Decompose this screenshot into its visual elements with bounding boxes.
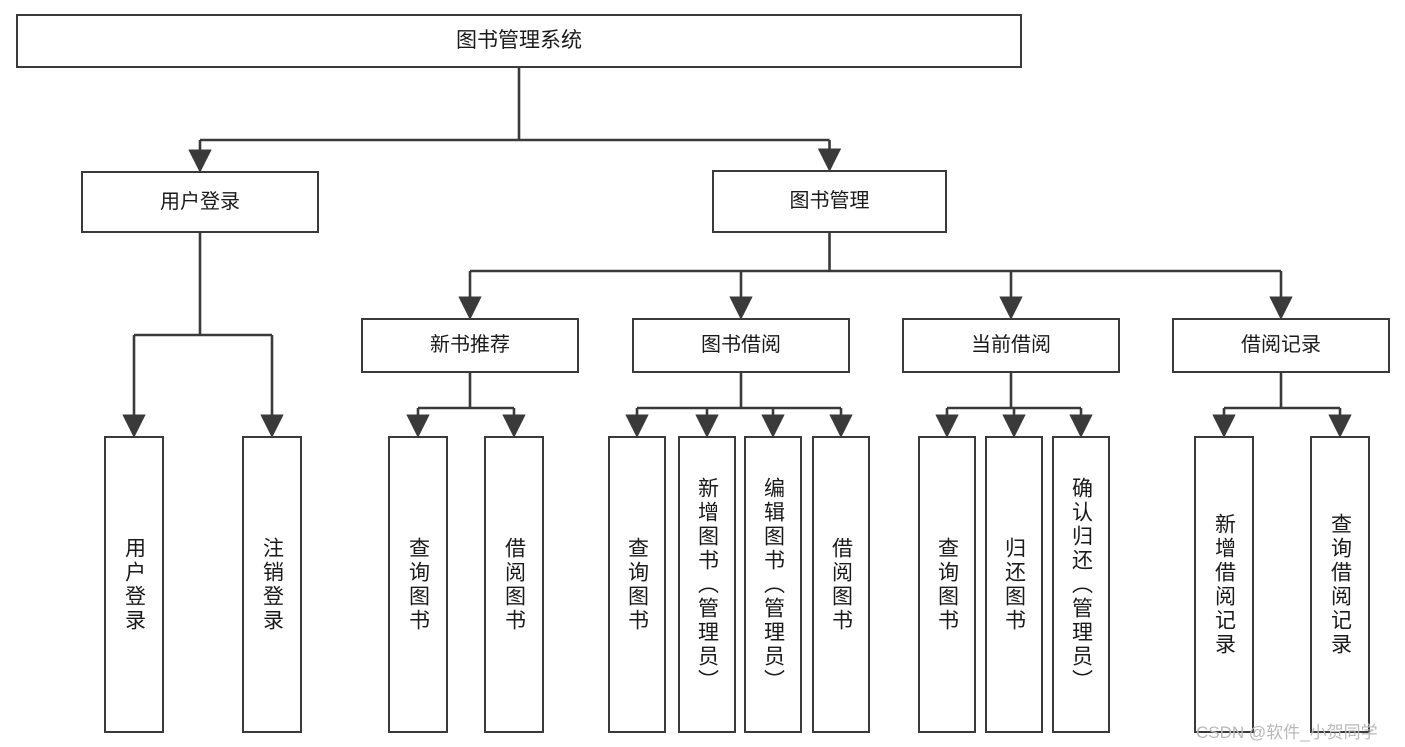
node-label: 新增图书（管理员）: [695, 476, 719, 693]
node-level2-0[interactable]: 新书推荐: [361, 318, 579, 373]
node-level1-1[interactable]: 图书管理: [712, 170, 947, 233]
node-label: 图书管理系统: [456, 28, 582, 52]
node-leaf-9[interactable]: 归还图书: [985, 436, 1043, 733]
node-leaf-8[interactable]: 查询图书: [918, 436, 976, 733]
node-level2-1[interactable]: 图书借阅: [632, 318, 850, 373]
node-label: 图书管理: [789, 190, 870, 212]
node-label: 用户登录: [160, 190, 240, 213]
node-leaf-12[interactable]: 查询借阅记录: [1310, 436, 1370, 733]
node-leaf-2[interactable]: 查询图书: [388, 436, 448, 733]
node-label: 确认归还（管理员）: [1069, 476, 1093, 693]
node-label: 查询图书: [625, 536, 649, 633]
node-leaf-5[interactable]: 新增图书（管理员）: [678, 436, 736, 733]
node-label: 图书借阅: [701, 334, 781, 356]
node-leaf-7[interactable]: 借阅图书: [812, 436, 870, 733]
node-label: 用户登录: [122, 536, 146, 633]
node-label: 当前借阅: [971, 334, 1051, 356]
node-label: 借阅图书: [829, 536, 853, 633]
node-leaf-0[interactable]: 用户登录: [104, 436, 164, 733]
node-label: 查询图书: [406, 536, 430, 633]
node-leaf-11[interactable]: 新增借阅记录: [1194, 436, 1254, 733]
node-leaf-4[interactable]: 查询图书: [608, 436, 666, 733]
watermark-text: CSDN @软件_小贺同学: [1196, 723, 1378, 742]
node-level2-3[interactable]: 借阅记录: [1172, 318, 1390, 373]
node-label: 注销登录: [260, 536, 284, 633]
node-label: 查询借阅记录: [1328, 512, 1352, 657]
node-level1-0[interactable]: 用户登录: [81, 171, 319, 233]
node-label: 借阅图书: [502, 536, 526, 633]
node-label: 借阅记录: [1241, 334, 1321, 356]
node-leaf-10[interactable]: 确认归还（管理员）: [1052, 436, 1110, 733]
node-label: 查询图书: [935, 536, 959, 633]
node-leaf-3[interactable]: 借阅图书: [484, 436, 544, 733]
node-label: 新书推荐: [430, 334, 510, 356]
node-leaf-6[interactable]: 编辑图书（管理员）: [744, 436, 802, 733]
node-level2-2[interactable]: 当前借阅: [902, 318, 1120, 373]
node-label: 归还图书: [1002, 536, 1026, 633]
node-label: 新增借阅记录: [1212, 512, 1236, 657]
node-root-图书管理系统[interactable]: 图书管理系统: [16, 14, 1022, 68]
node-leaf-1[interactable]: 注销登录: [242, 436, 302, 733]
node-label: 编辑图书（管理员）: [761, 476, 785, 693]
